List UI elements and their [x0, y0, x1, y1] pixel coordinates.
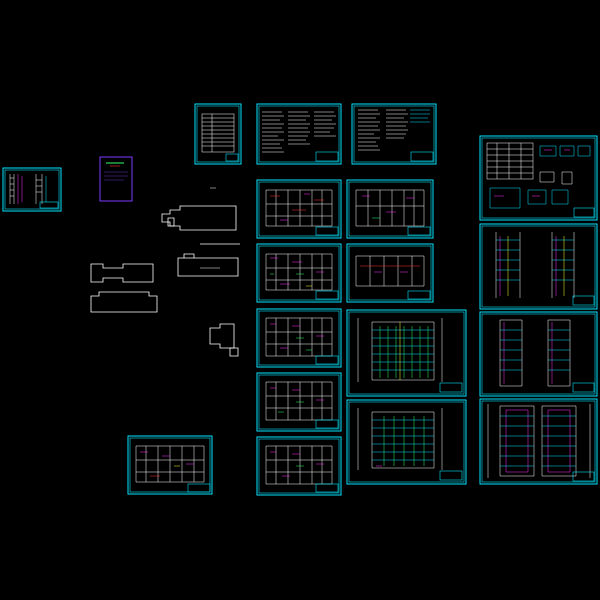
index-sheet[interactable]	[194, 103, 242, 165]
site-outline-3	[177, 253, 239, 277]
elevation-sheet-1[interactable]	[346, 309, 467, 397]
elevation-sheet-2[interactable]	[346, 399, 467, 485]
detail-sheet[interactable]	[479, 135, 598, 221]
cover-sheet[interactable]	[99, 156, 133, 202]
plan-sheet-c[interactable]	[256, 308, 342, 368]
plan-sheet-b1[interactable]	[256, 243, 342, 303]
section-sheet-right-3[interactable]	[479, 398, 598, 485]
site-outline-4	[90, 291, 158, 313]
small-left-sheet[interactable]	[2, 167, 62, 212]
plan-sheet-a1[interactable]	[256, 179, 342, 239]
site-outline-2	[90, 263, 154, 283]
section-sheet-right-2[interactable]	[479, 311, 598, 397]
site-outline-5	[209, 323, 239, 357]
notes-sheet-2[interactable]	[351, 103, 437, 165]
plan-sheet-bottom-left[interactable]	[127, 435, 213, 495]
notes-sheet-1[interactable]	[256, 103, 342, 165]
site-outline-1	[161, 187, 240, 245]
plan-sheet-a2[interactable]	[346, 179, 434, 239]
section-sheet-right-1[interactable]	[479, 223, 598, 310]
plan-sheet-b2[interactable]	[346, 243, 434, 303]
plan-sheet-d[interactable]	[256, 372, 342, 432]
plan-sheet-e[interactable]	[256, 436, 342, 496]
